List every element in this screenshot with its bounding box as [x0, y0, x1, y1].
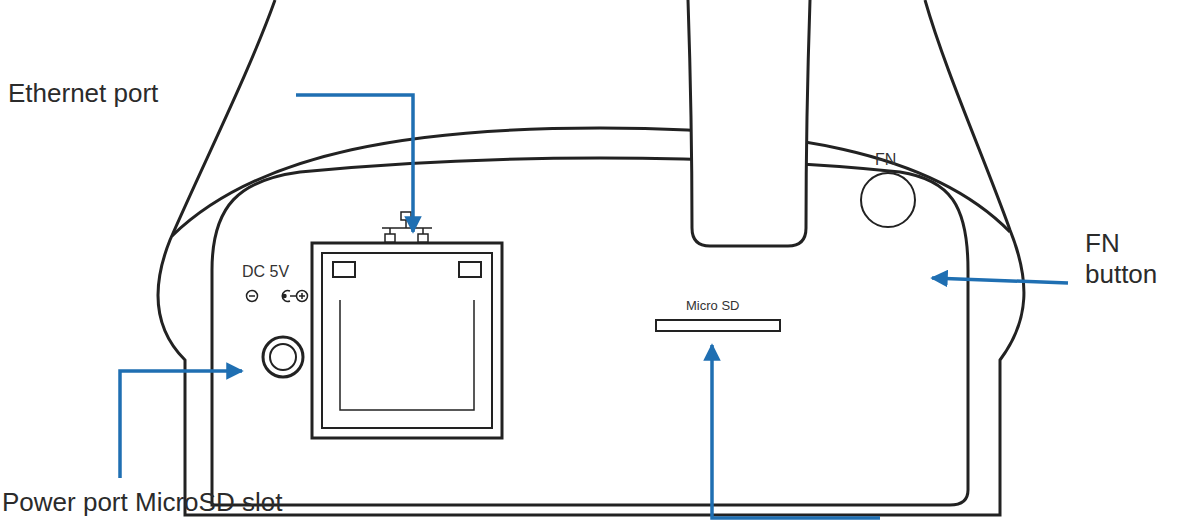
port-led: [333, 262, 355, 277]
panel-print: Micro SD: [686, 298, 739, 314]
network-icon: [382, 212, 432, 242]
panel-print: DC 5V: [242, 262, 289, 281]
fn-button: [861, 173, 915, 227]
microsd-slot: [656, 320, 780, 331]
port-led: [459, 262, 481, 277]
leader-microsd: [712, 345, 880, 518]
leader-ethernet: [296, 95, 413, 232]
ethernet-socket-inner: [322, 253, 492, 428]
front-face: [212, 158, 968, 505]
callout-label: Power port: [2, 487, 128, 518]
socket-cavity: [340, 300, 474, 410]
ethernet-socket: [312, 243, 502, 438]
power-jack: [263, 337, 303, 377]
power-jack-inner: [270, 344, 296, 370]
leader-power: [120, 371, 242, 478]
callout-label: MicroSD slot: [135, 487, 282, 518]
polarity-symbol: [247, 291, 308, 302]
antenna: [688, 0, 810, 246]
callout-label: Ethernet port: [8, 78, 158, 109]
panel-print: FN: [875, 150, 896, 169]
outer-shell: [158, 0, 1024, 515]
callout-leaders: [120, 95, 1068, 518]
leader-fn: [932, 278, 1068, 283]
callout-label: FN button: [1085, 228, 1177, 290]
